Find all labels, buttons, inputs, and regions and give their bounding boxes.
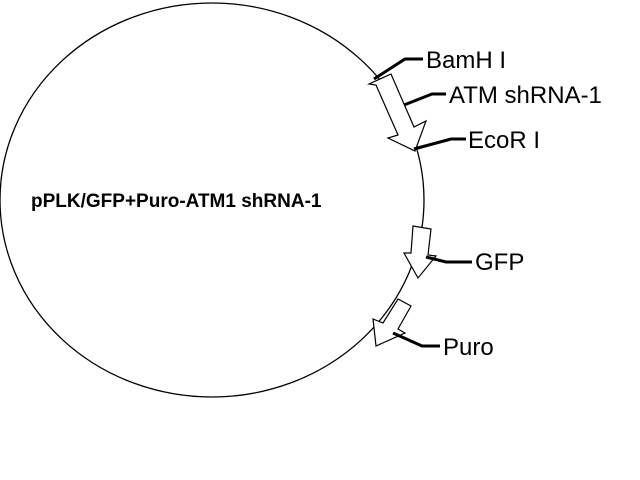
atm-shrna-leader	[403, 92, 446, 107]
puro-leader	[392, 331, 440, 348]
ecor1-label: EcoR I	[468, 127, 540, 154]
plasmid-backbone	[0, 2, 425, 398]
plasmid-name: pPLK/GFP+Puro-ATM1 shRNA-1	[31, 191, 322, 212]
puro-arrow	[372, 298, 412, 347]
bamh1-label: BamH I	[426, 47, 506, 74]
bamh1-leader	[373, 57, 423, 81]
ecor1-leader	[413, 137, 466, 151]
puro-label: Puro	[443, 334, 494, 361]
atm-shrna-arrow	[366, 73, 428, 152]
atm-shrna-label: ATM shRNA-1	[449, 82, 602, 109]
gfp-leader	[425, 255, 472, 264]
gfp-label: GFP	[475, 249, 524, 276]
gfp-arrow	[402, 225, 438, 280]
